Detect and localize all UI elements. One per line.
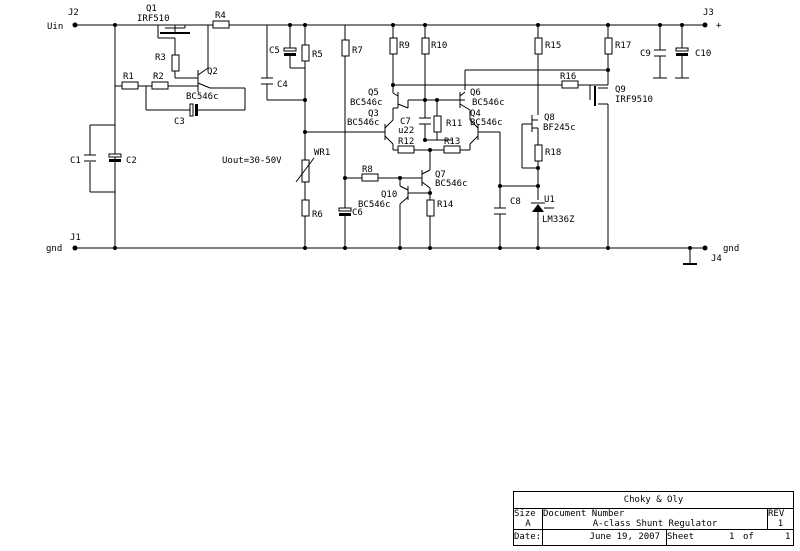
r15-label: R15 (545, 41, 561, 51)
rail-wires (75, 24, 705, 265)
r7-label: R7 (352, 46, 363, 56)
size-cell: Size A (514, 509, 543, 530)
j1-ref: J1 (70, 233, 81, 243)
q6-value: BC546c (472, 98, 505, 108)
q2-ref: Q2 (207, 67, 218, 77)
q7-value: BC546c (435, 179, 468, 189)
q2-value: BC546c (186, 92, 219, 102)
c4-label: C4 (277, 80, 288, 90)
j2-ref: J2 (68, 8, 79, 18)
c5-label: C5 (269, 46, 280, 56)
j1-terminal (72, 245, 78, 251)
q1-ref: Q1 (146, 4, 157, 14)
docnum-label: Document Number (543, 509, 625, 519)
date-value: June 19, 2007 (543, 530, 667, 545)
j1-net: gnd (46, 244, 62, 254)
docnum-value: A-class Shunt Regulator (592, 519, 718, 529)
r12-label: R12 (398, 137, 414, 147)
r5-label: R5 (312, 50, 323, 60)
q1-value: IRF510 (137, 14, 170, 24)
company-name: Choky & Oly (514, 492, 793, 509)
c9-label: C9 (640, 49, 651, 59)
reference (494, 25, 554, 248)
output-caps (653, 25, 689, 79)
r13-label: R13 (444, 137, 460, 147)
rev-label: REV (768, 509, 785, 519)
c3-label: C3 (174, 117, 185, 127)
docnum-cell: Document Number A-class Shunt Regulator (543, 509, 768, 530)
q8-ref: Q8 (544, 113, 555, 123)
rev-cell: REV 1 (768, 509, 793, 530)
q3-ref: Q3 (368, 109, 379, 119)
size-label: Size (514, 509, 536, 519)
c6-label: C6 (352, 208, 363, 218)
pre-regulator (115, 20, 246, 117)
q10-value: BC546c (358, 200, 391, 210)
j2-net: Uin (47, 22, 63, 32)
c7-ref: C7 (400, 117, 411, 127)
shunt-mosfet (538, 25, 613, 248)
q3-value: BC546c (347, 118, 380, 128)
c10-label: C10 (695, 49, 711, 59)
j4-terminal (702, 245, 708, 251)
u1-ref: U1 (544, 195, 555, 205)
wr1-label: WR1 (314, 148, 330, 158)
c8-label: C8 (510, 197, 521, 207)
r17-label: R17 (615, 41, 631, 51)
j4-net: gnd (723, 244, 739, 254)
title-block: Choky & Oly Size A Document Number A-cla… (513, 491, 794, 546)
uout-annotation: Uout=30-50V (222, 156, 282, 166)
q5-ref: Q5 (368, 88, 379, 98)
u1-value: LM336Z (542, 215, 575, 225)
r10-label: R10 (431, 41, 447, 51)
r9-label: R9 (399, 41, 410, 51)
j2-terminal (72, 22, 78, 28)
q5-value: BC546c (350, 98, 383, 108)
q6-ref: Q6 (470, 88, 481, 98)
sheet-cell: Sheet 1 of 1 (667, 530, 793, 545)
j3-ref: J3 (703, 8, 714, 18)
r7-c6 (338, 25, 362, 248)
c1-label: C1 (70, 156, 81, 166)
rev-value: 1 (777, 519, 784, 529)
r4-label: R4 (215, 11, 226, 21)
q4-ref: Q4 (470, 109, 481, 119)
j3-net: + (716, 21, 722, 31)
r18-label: R18 (545, 148, 561, 158)
j4-ref: J4 (711, 254, 722, 264)
r6-label: R6 (312, 210, 323, 220)
r11-label: R11 (446, 119, 462, 129)
r1-label: R1 (123, 72, 134, 82)
r8-label: R8 (362, 165, 373, 175)
q7-ref: Q7 (435, 170, 446, 180)
q9-value: IRF9510 (615, 95, 653, 105)
r14-label: R14 (437, 200, 453, 210)
current-source (361, 169, 435, 248)
sheet-label: Sheet (667, 532, 695, 542)
c7-value: u22 (398, 126, 414, 136)
r3-label: R3 (155, 53, 166, 63)
of-value: 1 (785, 532, 791, 542)
size-value: A (525, 519, 531, 529)
of-label: of (743, 532, 754, 542)
j3-terminal (702, 22, 708, 28)
input-caps (84, 25, 122, 248)
q10-ref: Q10 (381, 190, 397, 200)
q8-value: BF245c (543, 123, 576, 133)
feedback-divider (261, 25, 385, 248)
r2-label: R2 (153, 72, 164, 82)
q9-ref: Q9 (615, 85, 626, 95)
r16-label: R16 (560, 72, 576, 82)
date-label: Date: (514, 530, 543, 545)
q4-value: BC546c (470, 118, 503, 128)
sheet-value: 1 (729, 532, 735, 542)
c2-label: C2 (126, 156, 137, 166)
